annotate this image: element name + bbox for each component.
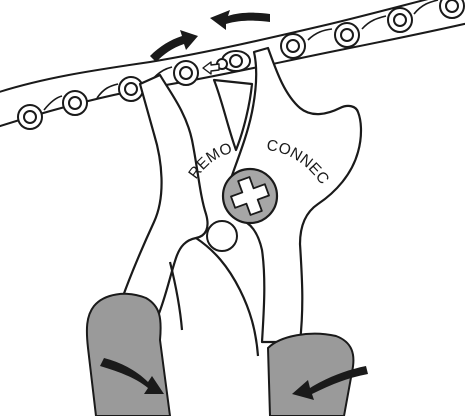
bicycle-chain	[0, 0, 465, 130]
left-arrow-icon	[202, 61, 220, 75]
chain-roller	[173, 60, 199, 86]
bottom-left-arrow	[100, 358, 164, 394]
chain-roller	[280, 33, 306, 59]
pivot-screw-icon	[221, 167, 279, 225]
pivot-pin	[206, 220, 238, 252]
master-link	[216, 50, 251, 72]
pliers-spring	[195, 237, 260, 357]
pliers-handle-inner-left	[168, 261, 184, 331]
chain-roller	[439, 0, 465, 19]
curved-arrow-icon	[100, 10, 368, 400]
chain-rollers	[17, 0, 465, 130]
bottom-right-arrow	[292, 366, 368, 400]
chain-roller	[17, 104, 43, 130]
chain-roller	[387, 7, 413, 33]
chain-roller	[334, 22, 360, 48]
chain-roller	[118, 76, 144, 102]
top-left-arrow	[150, 30, 198, 62]
chain-roller	[62, 90, 88, 116]
left-grip	[85, 292, 172, 416]
top-right-arrow	[210, 10, 270, 30]
master-link-pliers	[114, 46, 363, 357]
pliers-left-arm	[114, 73, 209, 318]
chain-plate-edges	[43, 0, 439, 111]
handle-grips	[85, 292, 355, 416]
pliers-jaw-gap	[212, 78, 254, 152]
